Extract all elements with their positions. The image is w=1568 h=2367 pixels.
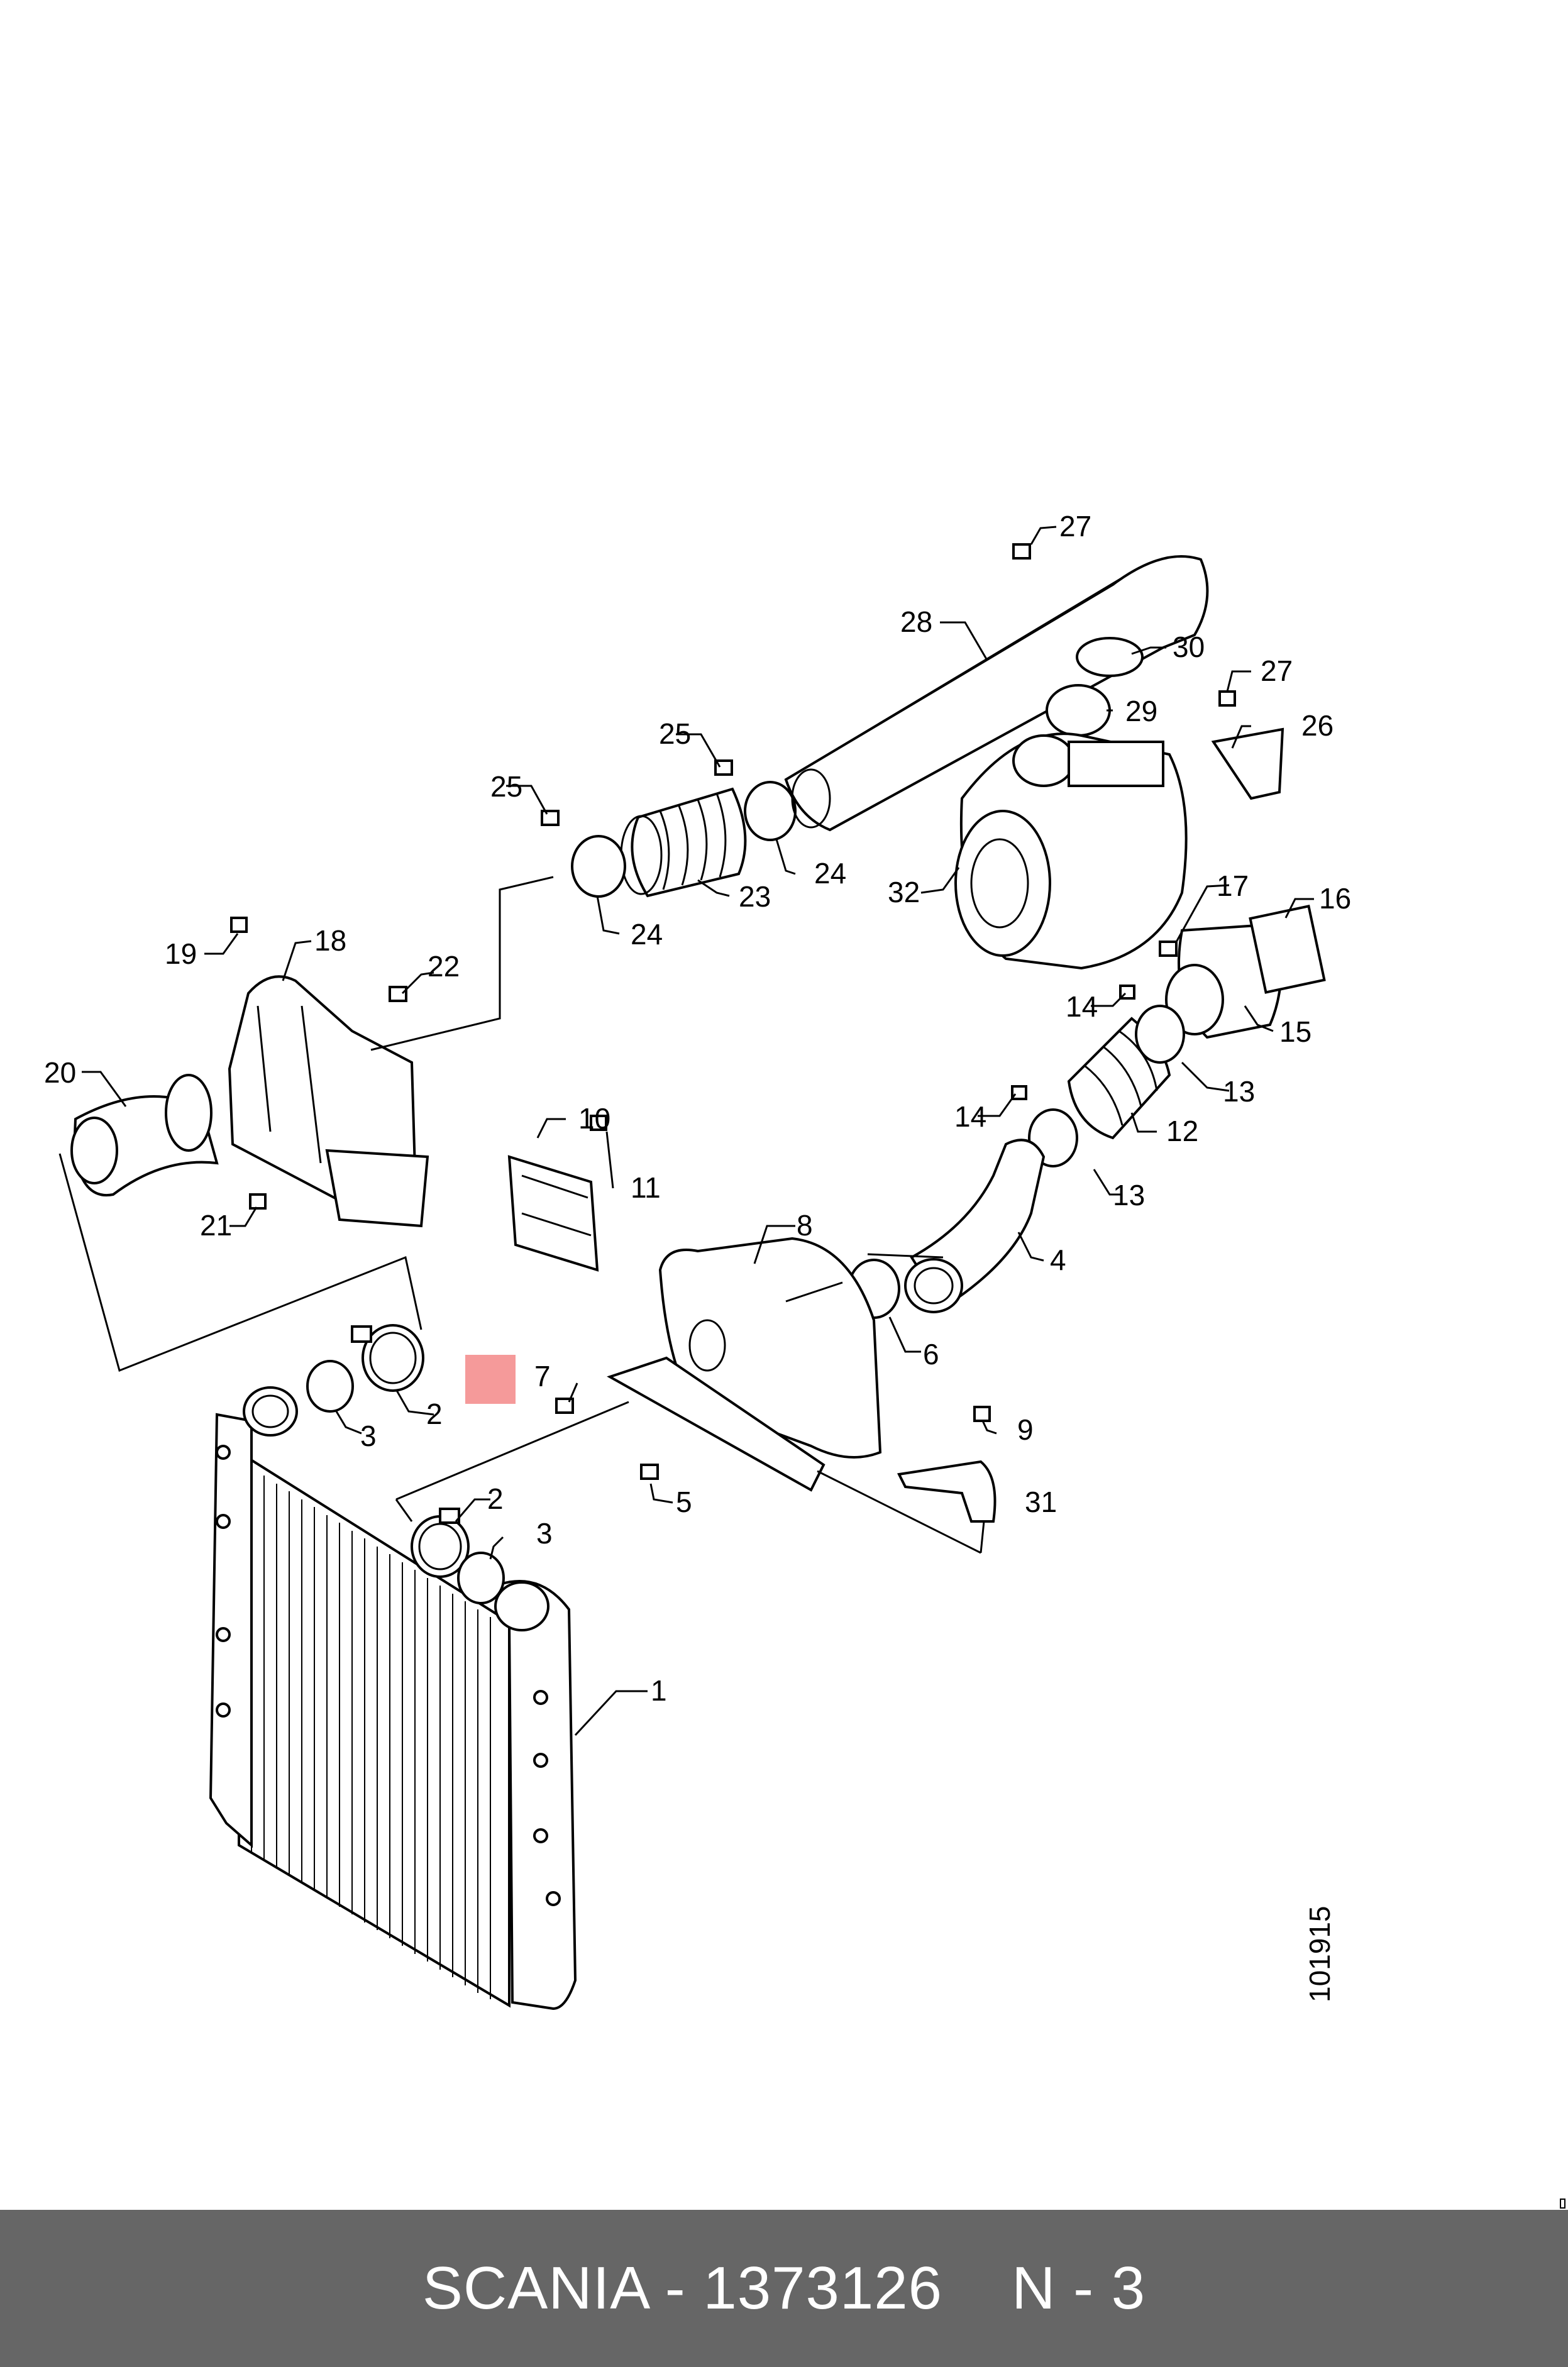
label-part-3-upper: 3	[360, 1420, 377, 1452]
label-part-27-lower: 27	[1261, 654, 1293, 687]
label-part-3-lower: 3	[536, 1517, 553, 1550]
footer-position: N - 3	[1012, 2254, 1146, 2322]
o-ring-29	[1046, 684, 1111, 737]
corner-mark	[1560, 2199, 1565, 2209]
screw-11	[590, 1115, 607, 1131]
label-part-7: 7	[534, 1360, 551, 1393]
screw-9	[973, 1406, 991, 1422]
part-labels: 1 2 2 3 3 4 5 6 7 8 9 10 11 12 13 13 14 …	[44, 510, 1351, 1707]
screw-5	[640, 1464, 659, 1480]
exploded-parts-diagram: 1 2 2 3 3 4 5 6 7 8 9 10 11 12 13 13 14 …	[44, 510, 1565, 2209]
o-ring-lower	[457, 1552, 505, 1604]
label-part-19: 19	[165, 937, 197, 970]
intake-pipe-outlet	[70, 1074, 219, 1197]
highlight-marker	[465, 1355, 516, 1404]
label-part-13-upper: 13	[1223, 1075, 1255, 1108]
screw-22	[389, 986, 407, 1002]
cover-plate-10	[507, 1155, 599, 1272]
screw-17	[1159, 941, 1178, 957]
label-part-4: 4	[1050, 1244, 1066, 1276]
heat-shield-8	[607, 1237, 882, 1492]
label-part-17: 17	[1217, 869, 1249, 902]
label-part-12: 12	[1166, 1115, 1198, 1147]
label-part-31: 31	[1025, 1486, 1057, 1518]
label-part-9: 9	[1017, 1413, 1034, 1446]
hose-clamp-24-right	[744, 781, 797, 841]
label-part-1: 1	[651, 1674, 667, 1707]
footer-brand-part: SCANIA - 1373126	[422, 2254, 943, 2322]
screw-27-lower	[1218, 690, 1236, 707]
label-part-20: 20	[44, 1056, 76, 1089]
label-part-25-left: 25	[490, 770, 522, 803]
screw-21	[249, 1193, 267, 1210]
o-ring-upper	[306, 1360, 354, 1413]
pipe-bracket	[228, 975, 429, 1228]
hose-clamp-upper	[351, 1324, 424, 1392]
screw-27-upper	[1012, 543, 1031, 560]
label-part-32: 32	[888, 876, 920, 908]
intercooler-core-fins	[251, 1468, 491, 1999]
label-part-6: 6	[923, 1338, 939, 1371]
screw-14-lower	[1011, 1085, 1027, 1100]
screw-25-left	[541, 810, 560, 826]
label-part-24-right: 24	[814, 857, 846, 890]
label-part-18: 18	[314, 924, 346, 957]
intercooler	[209, 1386, 577, 2011]
bracket-26	[1211, 690, 1284, 800]
screw-25-right	[714, 759, 733, 776]
label-part-28: 28	[900, 605, 932, 638]
label-part-27-upper: 27	[1059, 510, 1091, 543]
label-part-5: 5	[676, 1486, 692, 1518]
label-part-2-upper: 2	[426, 1398, 443, 1430]
rubber-hose-23	[620, 787, 747, 898]
hose-clamp-lower	[411, 1508, 470, 1578]
leader-lines	[82, 526, 1314, 1736]
label-part-22: 22	[428, 950, 460, 983]
gasket-16	[1249, 904, 1326, 994]
elbow-connector-4	[904, 1139, 1046, 1313]
label-part-10: 10	[578, 1102, 610, 1135]
screw-7	[555, 1398, 574, 1414]
label-part-29: 29	[1125, 695, 1157, 727]
turbocharger	[954, 732, 1188, 970]
label-part-15: 15	[1279, 1015, 1311, 1048]
label-part-21: 21	[200, 1209, 232, 1242]
bracket-31	[897, 1460, 997, 1523]
charge-air-pipe-28	[784, 543, 1209, 832]
label-part-2-lower: 2	[487, 1482, 504, 1515]
label-part-14-upper: 14	[1066, 990, 1098, 1023]
label-part-24-left: 24	[631, 918, 663, 951]
label-part-26: 26	[1301, 709, 1333, 742]
assembly-lines	[58, 876, 985, 1554]
hose-clamp-24-left	[571, 835, 626, 898]
label-part-8: 8	[797, 1209, 813, 1242]
label-part-30: 30	[1173, 631, 1205, 663]
screw-19	[230, 917, 248, 933]
footer-bar: SCANIA - 1373126 N - 3	[0, 2210, 1568, 2367]
drawing-number: 101915	[1303, 1906, 1336, 2003]
label-part-23: 23	[739, 880, 771, 913]
label-part-11: 11	[631, 1171, 661, 1204]
label-part-16: 16	[1319, 882, 1351, 915]
label-part-25-right: 25	[659, 717, 691, 750]
label-part-13-lower: 13	[1113, 1179, 1145, 1211]
label-part-14-lower: 14	[954, 1100, 986, 1133]
hose-clamp-13-upper	[1135, 1005, 1185, 1064]
gasket-30	[1076, 637, 1144, 677]
